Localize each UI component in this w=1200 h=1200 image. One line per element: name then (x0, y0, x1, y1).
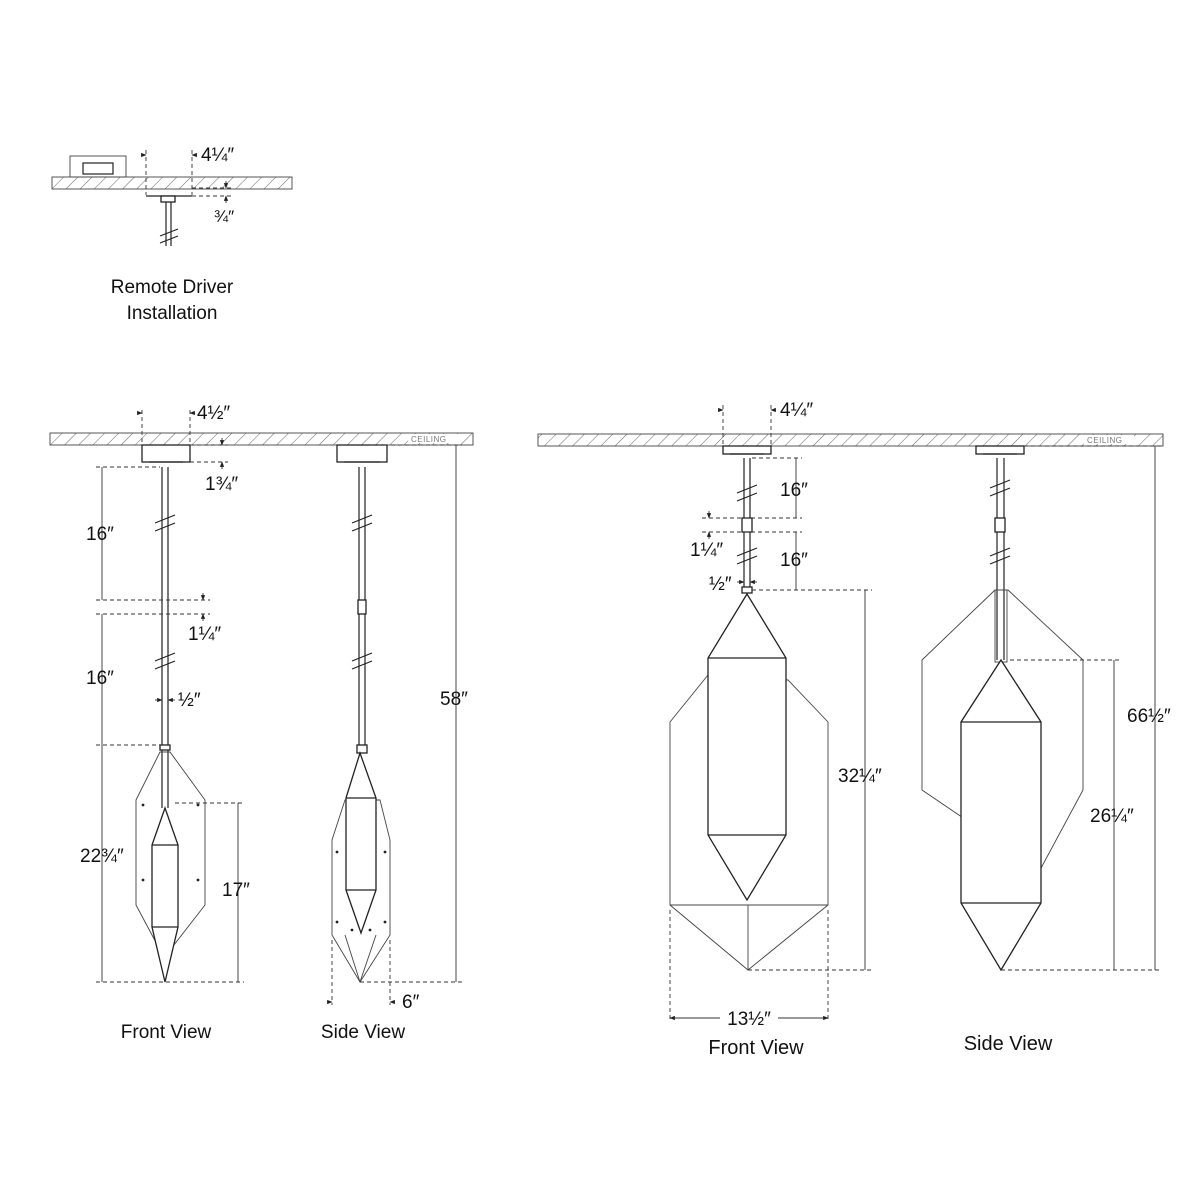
small-side-view (331, 444, 391, 983)
small-front-view-title: Front View (121, 1022, 212, 1043)
driver-canopy (160, 195, 176, 203)
side-glass-panel (921, 589, 1084, 871)
stem-upper-label: 16″ (86, 524, 114, 545)
stem-connector-label: 1¼″ (188, 624, 221, 645)
canopy (722, 445, 772, 455)
remote-driver-subtitle: Installation (127, 303, 218, 324)
driver-box (82, 162, 114, 175)
remote-driver-diagram: 4¼″ ¾″ Remote Driver Installation (51, 145, 293, 324)
overall-height-label: 58″ (440, 689, 468, 710)
driver-depth-label: ¾″ (214, 207, 234, 226)
large-front-view-title: Front View (708, 1037, 804, 1059)
body-height-label: 32¼″ (838, 766, 882, 787)
stem-diameter-label: ½″ (709, 574, 732, 595)
canopy (336, 444, 388, 463)
large-side-dimensions: 26¼″ 66½″ (1001, 445, 1171, 971)
driver-width-label: 4¼″ (201, 145, 234, 166)
overall-height-label: 66½″ (1127, 706, 1171, 727)
small-front-view (135, 444, 206, 983)
small-fixture-diagram: CEILING 4½″ (49, 403, 474, 1043)
small-side-view-title: Side View (321, 1022, 405, 1043)
driver-housing (69, 155, 127, 178)
canopy-width-label: 4½″ (197, 403, 230, 424)
stem-connector-label: 1¼″ (690, 540, 723, 561)
large-front-view (669, 445, 829, 971)
body-height-label: 22¾″ (80, 846, 124, 867)
side-glass-panel (331, 799, 391, 983)
canopy (141, 444, 191, 463)
remote-driver-title: Remote Driver (111, 277, 234, 298)
ceiling-slab (49, 432, 474, 446)
side-crystal (960, 658, 1042, 972)
canopy-height-label: 1¾″ (205, 474, 238, 495)
large-side-view-title: Side View (964, 1033, 1053, 1055)
ceiling-slab (51, 176, 293, 190)
small-side-dimensions: 58″ 6″ (327, 444, 468, 1013)
inner-height-label: 17″ (222, 880, 250, 901)
depth-label: 6″ (402, 992, 420, 1013)
large-side-view (921, 445, 1084, 972)
ceiling-label: CEILING (411, 435, 447, 444)
large-front-dimensions: 4¼″ 16″ 1¼″ 16″ ½″ 32¼″ 13½″ (669, 400, 882, 1030)
small-front-dimensions: 4½″ 1¾″ 16″ 1¼″ 16″ ½″ 22¾″ 17″ (80, 403, 250, 983)
inner-height-label: 26¼″ (1090, 806, 1134, 827)
inner-crystal (151, 806, 179, 983)
ceiling-slab (537, 433, 1164, 447)
canopy-width-label: 4¼″ (780, 400, 813, 421)
large-fixture-diagram: CEILING 4¼″ (537, 400, 1171, 1059)
canopy (975, 445, 1025, 455)
side-crystal (345, 750, 377, 935)
inner-crystal (707, 592, 787, 902)
width-label: 13½″ (727, 1009, 771, 1030)
ceiling-label: CEILING (1087, 436, 1123, 445)
stem-diameter-label: ½″ (178, 690, 201, 711)
stem-lower-label: 16″ (86, 668, 114, 689)
outer-glass-panel (669, 674, 829, 971)
stem-lower-label: 16″ (780, 550, 808, 571)
stem-upper-label: 16″ (780, 480, 808, 501)
